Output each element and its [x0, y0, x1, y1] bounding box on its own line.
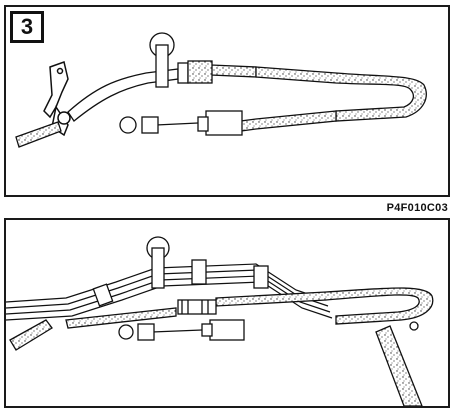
cable-left-stub [15, 121, 62, 148]
accelerator-cable-bottom [9, 287, 434, 351]
cable-clamp-bottom [146, 236, 170, 289]
figure-code-label: P4F010C03 [386, 202, 448, 214]
accelerator-cable-upper [67, 64, 427, 122]
bottom-cable-diagram [6, 236, 434, 406]
step-number-badge: 3 [10, 11, 44, 43]
bundle-clips [92, 259, 269, 307]
top-illustration-panel: 3 [4, 5, 450, 197]
top-cable-diagram [15, 32, 427, 148]
cable-clamp-top [149, 32, 213, 88]
accelerator-cable-lower [119, 110, 337, 136]
throttle-linkage [118, 319, 423, 406]
bottom-illustration-panel [4, 218, 450, 408]
